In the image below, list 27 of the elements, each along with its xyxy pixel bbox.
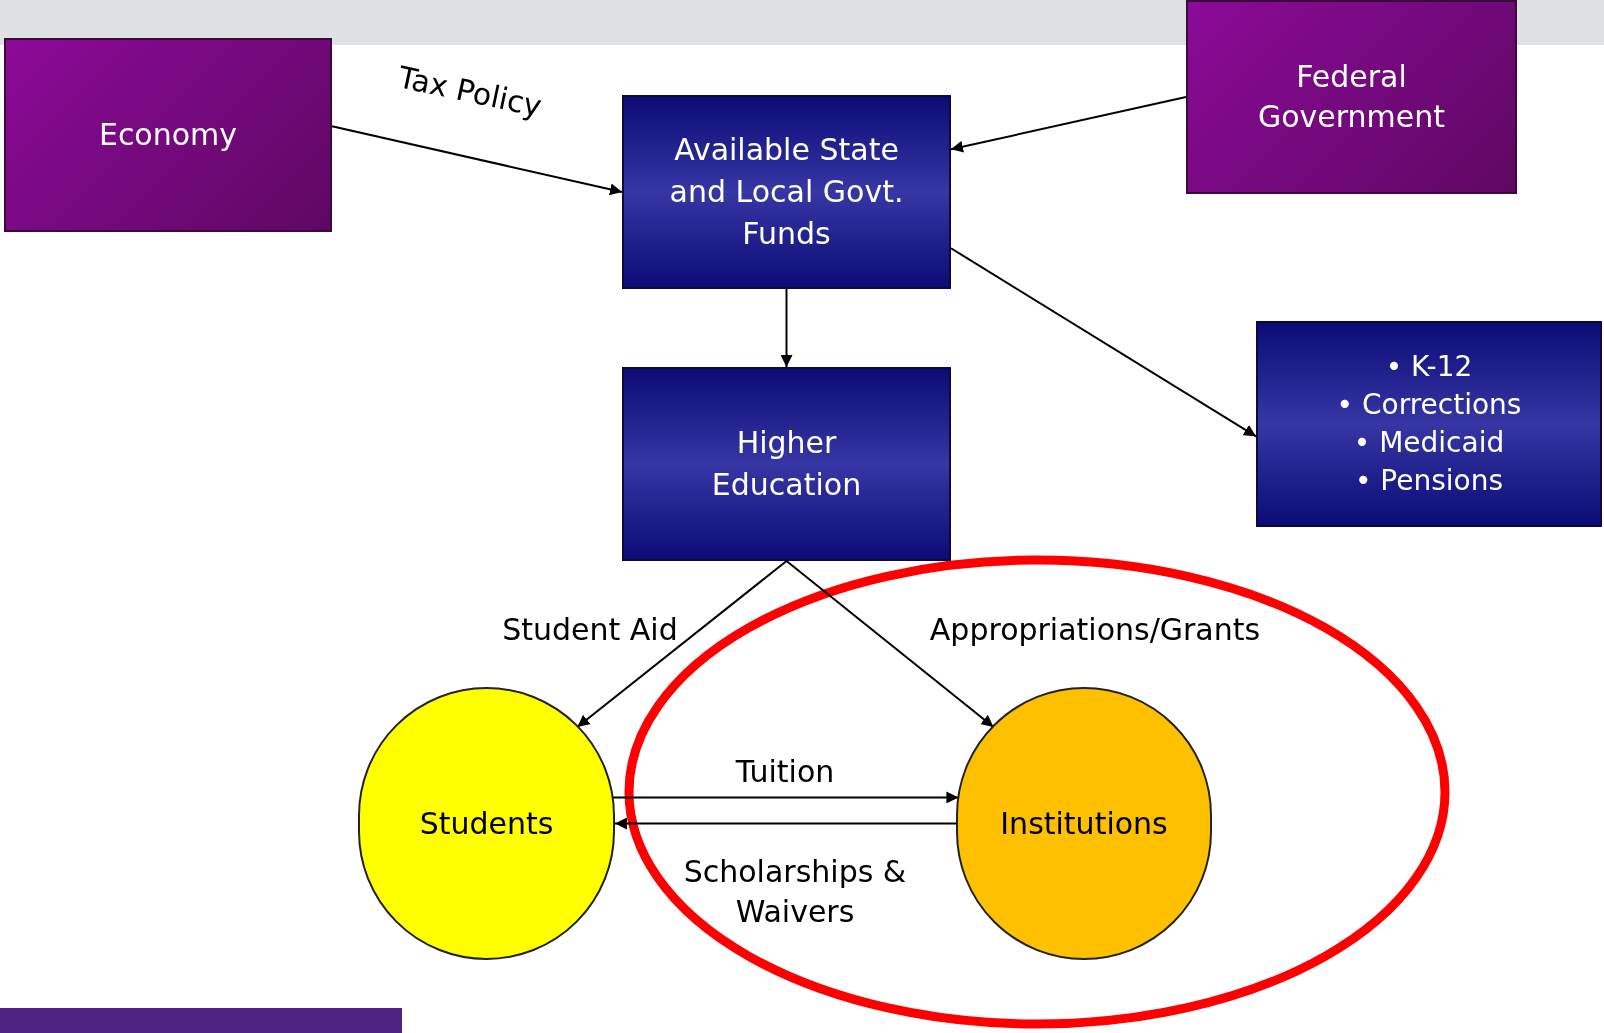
list-item: • Medicaid	[1353, 425, 1505, 461]
edge-label: Tax Policy	[394, 58, 546, 126]
edge-label: Appropriations/Grants	[928, 611, 1262, 649]
arrow	[576, 560, 788, 728]
process-box	[622, 367, 951, 561]
arrow	[785, 560, 995, 728]
node-label: Higher Education	[710, 424, 863, 504]
node-label: Federal Government	[1256, 58, 1447, 136]
arrow	[614, 817, 957, 830]
edge-label: Student Aid	[501, 611, 679, 649]
edge-label: Scholarships & Waivers	[682, 853, 908, 931]
edge-label: Tuition	[734, 753, 836, 791]
node-label: Economy	[98, 116, 238, 154]
process-box	[622, 95, 951, 289]
list-item: • K-12	[1385, 349, 1473, 385]
node-label: Institutions	[1000, 804, 1168, 843]
arrow	[950, 96, 1187, 153]
node-label: Available State and Local Govt. Funds	[668, 131, 905, 253]
source-box	[4, 38, 332, 232]
list-item: • Corrections	[1336, 387, 1522, 423]
source-box	[1186, 0, 1517, 194]
arrow	[780, 288, 793, 368]
list-item: • Pensions	[1354, 463, 1504, 499]
list-box	[1256, 321, 1602, 527]
arrow	[950, 247, 1257, 438]
node-label: Students	[419, 804, 554, 843]
arrow	[331, 125, 623, 196]
